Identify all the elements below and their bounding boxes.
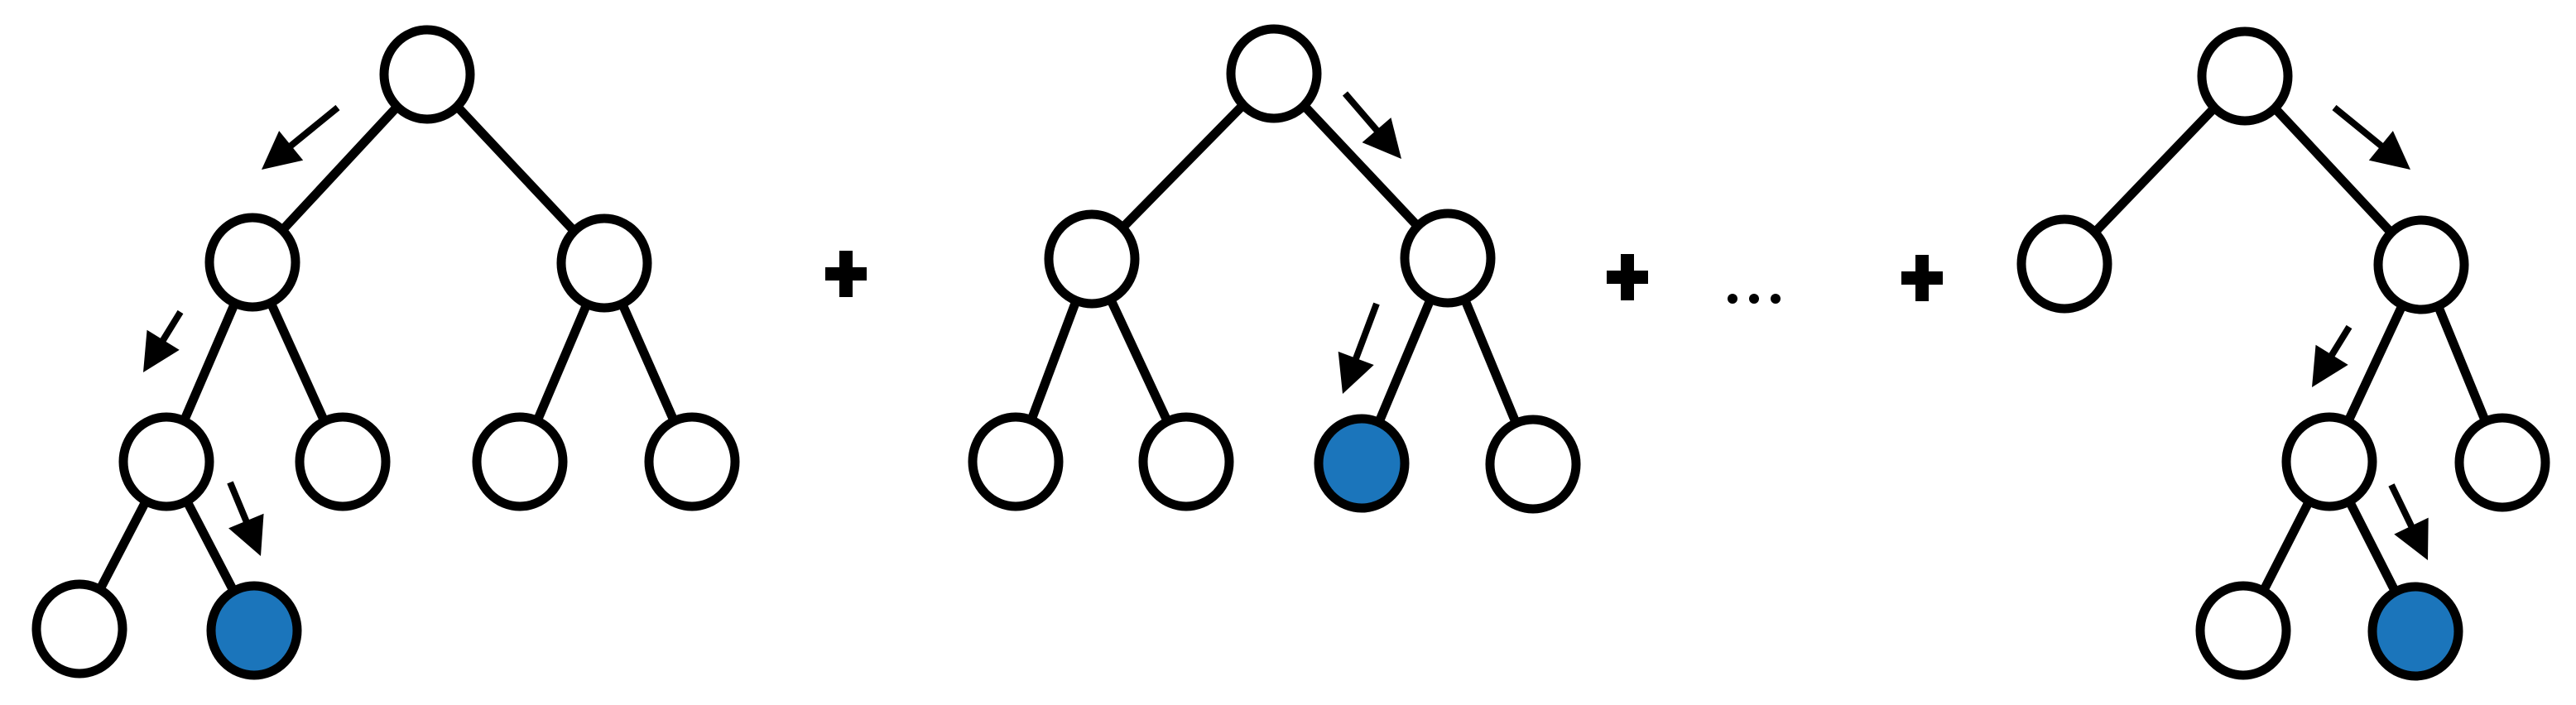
tree-3 (2016, 26, 2550, 681)
traversal-arrow (1338, 302, 1380, 394)
tree-1 (31, 25, 740, 680)
tree-2 (968, 24, 1581, 514)
ellipsis-dot (1728, 294, 1737, 304)
traversal-arrow-shaft (227, 481, 252, 528)
tree-node (2281, 412, 2377, 511)
tree-node (556, 213, 652, 313)
plus-separator (825, 251, 867, 297)
tree-node (968, 412, 1064, 511)
traversal-arrow (143, 309, 184, 372)
tree-node (2373, 215, 2469, 314)
traversal-arrow (2332, 104, 2410, 170)
tree-node-highlighted (1314, 414, 1410, 513)
tree-node (1138, 412, 1234, 511)
tree-node (1226, 24, 1322, 123)
plus-separator-vbar (1915, 255, 1929, 301)
traversal-arrow-shaft (1342, 91, 1383, 137)
tree-node (2195, 581, 2291, 680)
traversal-arrowhead (262, 131, 304, 170)
traversal-arrow-shaft (2388, 483, 2417, 533)
traversal-arrowhead (228, 513, 264, 556)
tree-node (2016, 214, 2112, 314)
tree-node-highlighted (2367, 582, 2463, 681)
traversal-arrow-shaft (157, 309, 184, 347)
traversal-arrow-shaft (2326, 324, 2353, 362)
plus-separator-vbar (1621, 254, 1634, 300)
plus-separator (1901, 255, 1943, 301)
ellipsis-dot (1749, 294, 1759, 304)
tree-node (118, 412, 214, 511)
traversal-arrowhead (1338, 351, 1374, 394)
tree-node (1485, 415, 1581, 514)
tree-node (644, 412, 740, 511)
tree-node (31, 579, 127, 679)
ellipsis-dot (1771, 294, 1781, 304)
traversal-arrow (1342, 91, 1401, 159)
traversal-arrowhead (2368, 131, 2410, 170)
tree-node (379, 25, 475, 124)
traversal-arrowhead (143, 329, 180, 372)
traversal-arrow (2388, 483, 2429, 560)
tree-node (1044, 209, 1140, 309)
tree-node (2454, 413, 2550, 512)
tree-node (295, 412, 391, 511)
traversal-arrowhead (1362, 118, 1401, 159)
tree-node-highlighted (206, 581, 302, 680)
tree-node (472, 412, 568, 511)
traversal-arrowhead (2312, 344, 2348, 387)
plus-separator (1607, 254, 1648, 300)
traversal-arrow (227, 481, 264, 556)
traversal-arrow-shaft (1351, 302, 1380, 365)
traversal-arrow (2312, 324, 2353, 387)
traversal-arrow-shaft (2332, 104, 2388, 152)
tree-node (2197, 26, 2293, 126)
tree-node (1400, 209, 1496, 308)
traversal-arrow-shaft (284, 104, 340, 152)
traversal-arrow (262, 104, 340, 170)
ellipsis-separator (1728, 294, 1781, 304)
plus-separator-vbar (839, 251, 853, 297)
tree-node (204, 213, 300, 312)
traversal-arrowhead (2394, 517, 2429, 560)
